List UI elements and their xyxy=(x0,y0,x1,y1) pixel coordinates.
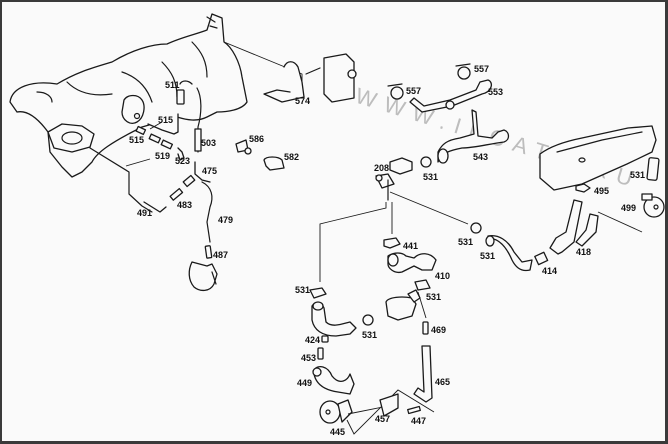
fuel-filter xyxy=(305,53,357,103)
bracket-574 xyxy=(263,61,305,103)
callout-479[interactable]: 479 xyxy=(218,215,233,225)
intake-manifold xyxy=(9,13,248,178)
clamp-531-upper xyxy=(420,156,432,168)
callout-483[interactable]: 483 xyxy=(177,200,192,210)
clamp-531-right xyxy=(575,183,591,193)
callout-511[interactable]: 511 xyxy=(165,80,180,90)
fitting-418 xyxy=(534,251,549,266)
hose-543 xyxy=(437,109,510,164)
clip-582 xyxy=(263,156,285,171)
callout-515-a[interactable]: 515 xyxy=(158,115,173,125)
callout-543[interactable]: 543 xyxy=(473,152,488,162)
thermostat-housing-208 xyxy=(375,157,413,201)
clamp-531-c xyxy=(414,279,431,291)
callout-499[interactable]: 531 xyxy=(630,170,645,180)
callout-447[interactable]: 447 xyxy=(411,416,426,426)
callout-441[interactable]: 410 xyxy=(435,271,450,281)
callout-586[interactable]: 586 xyxy=(249,134,264,144)
callout-414[interactable]: 531 xyxy=(480,251,495,261)
callout-531-f[interactable]: 531 xyxy=(295,285,310,295)
callout-519[interactable]: 519 xyxy=(155,151,170,161)
clip-586 xyxy=(235,139,252,155)
hose-449 xyxy=(312,365,355,395)
callout-574[interactable]: 574 xyxy=(295,96,310,106)
vacuum-hose-assembly xyxy=(89,147,218,292)
callout-449[interactable]: 449 xyxy=(297,378,312,388)
callout-531-g[interactable]: 531 xyxy=(362,330,377,340)
throttle-part xyxy=(121,94,145,124)
callout-495[interactable]: 499 xyxy=(621,203,636,213)
vacuum-line-511 xyxy=(176,80,202,153)
callout-531-c[interactable]: 531 xyxy=(458,237,473,247)
leader-208-431 xyxy=(319,202,387,282)
callout-487[interactable]: 487 xyxy=(213,250,228,260)
callout-418[interactable]: 414 xyxy=(542,266,557,276)
leader-208-531 xyxy=(389,191,469,225)
callout-557-a[interactable]: 557 xyxy=(474,64,489,74)
callout-410[interactable]: 418 xyxy=(576,247,591,257)
oil-cooler-housing xyxy=(539,125,657,191)
clamp-557-a xyxy=(455,63,471,80)
leader-515 xyxy=(149,121,163,130)
fitting-469 xyxy=(422,321,429,335)
hose-553 xyxy=(409,79,493,113)
callout-531-d[interactable]: 441 xyxy=(403,241,418,251)
callout-453[interactable]: 453 xyxy=(301,353,316,363)
callout-475[interactable]: 475 xyxy=(202,166,217,176)
pump-495 xyxy=(641,193,665,218)
callout-515-b[interactable]: 515 xyxy=(129,135,144,145)
clamp-531-center xyxy=(383,237,401,249)
callout-531-e[interactable]: 531 xyxy=(426,292,441,302)
callout-553[interactable]: 553 xyxy=(488,87,503,97)
clamp-531-mid xyxy=(470,222,482,234)
callout-503[interactable]: 503 xyxy=(201,138,216,148)
leader-519 xyxy=(125,158,151,167)
hose-441 xyxy=(387,252,437,274)
callout-491[interactable]: 491 xyxy=(137,208,152,218)
hose-515 xyxy=(135,113,185,161)
callout-469[interactable]: 469 xyxy=(431,325,446,335)
water-pump-cover xyxy=(385,289,421,321)
callout-531-a[interactable]: 531 xyxy=(423,172,438,182)
callout-457[interactable]: 457 xyxy=(375,414,390,424)
callout-445[interactable]: 445 xyxy=(330,427,345,437)
callout-557-b[interactable]: 557 xyxy=(406,86,421,96)
pump-445 xyxy=(319,399,353,424)
hose-424 xyxy=(311,301,357,343)
fitting-453 xyxy=(317,347,324,360)
bolt-447 xyxy=(407,405,421,415)
callout-465[interactable]: 465 xyxy=(435,377,450,387)
bracket-457 xyxy=(379,393,399,417)
hose-410 xyxy=(549,199,643,255)
callout-208[interactable]: 208 xyxy=(374,163,389,173)
leader-531-469 xyxy=(417,291,427,319)
clamp-557-b xyxy=(387,83,404,100)
callout-523[interactable]: 523 xyxy=(175,156,190,166)
clamp-531-left xyxy=(309,287,327,299)
hose-465 xyxy=(413,345,433,403)
callout-424[interactable]: 424 xyxy=(305,335,320,345)
clamp-531-center-lower xyxy=(362,314,374,326)
callout-531-b[interactable]: 495 xyxy=(594,186,609,196)
hose-414 xyxy=(485,234,533,272)
callout-582[interactable]: 582 xyxy=(284,152,299,162)
hose-499 xyxy=(646,157,660,181)
